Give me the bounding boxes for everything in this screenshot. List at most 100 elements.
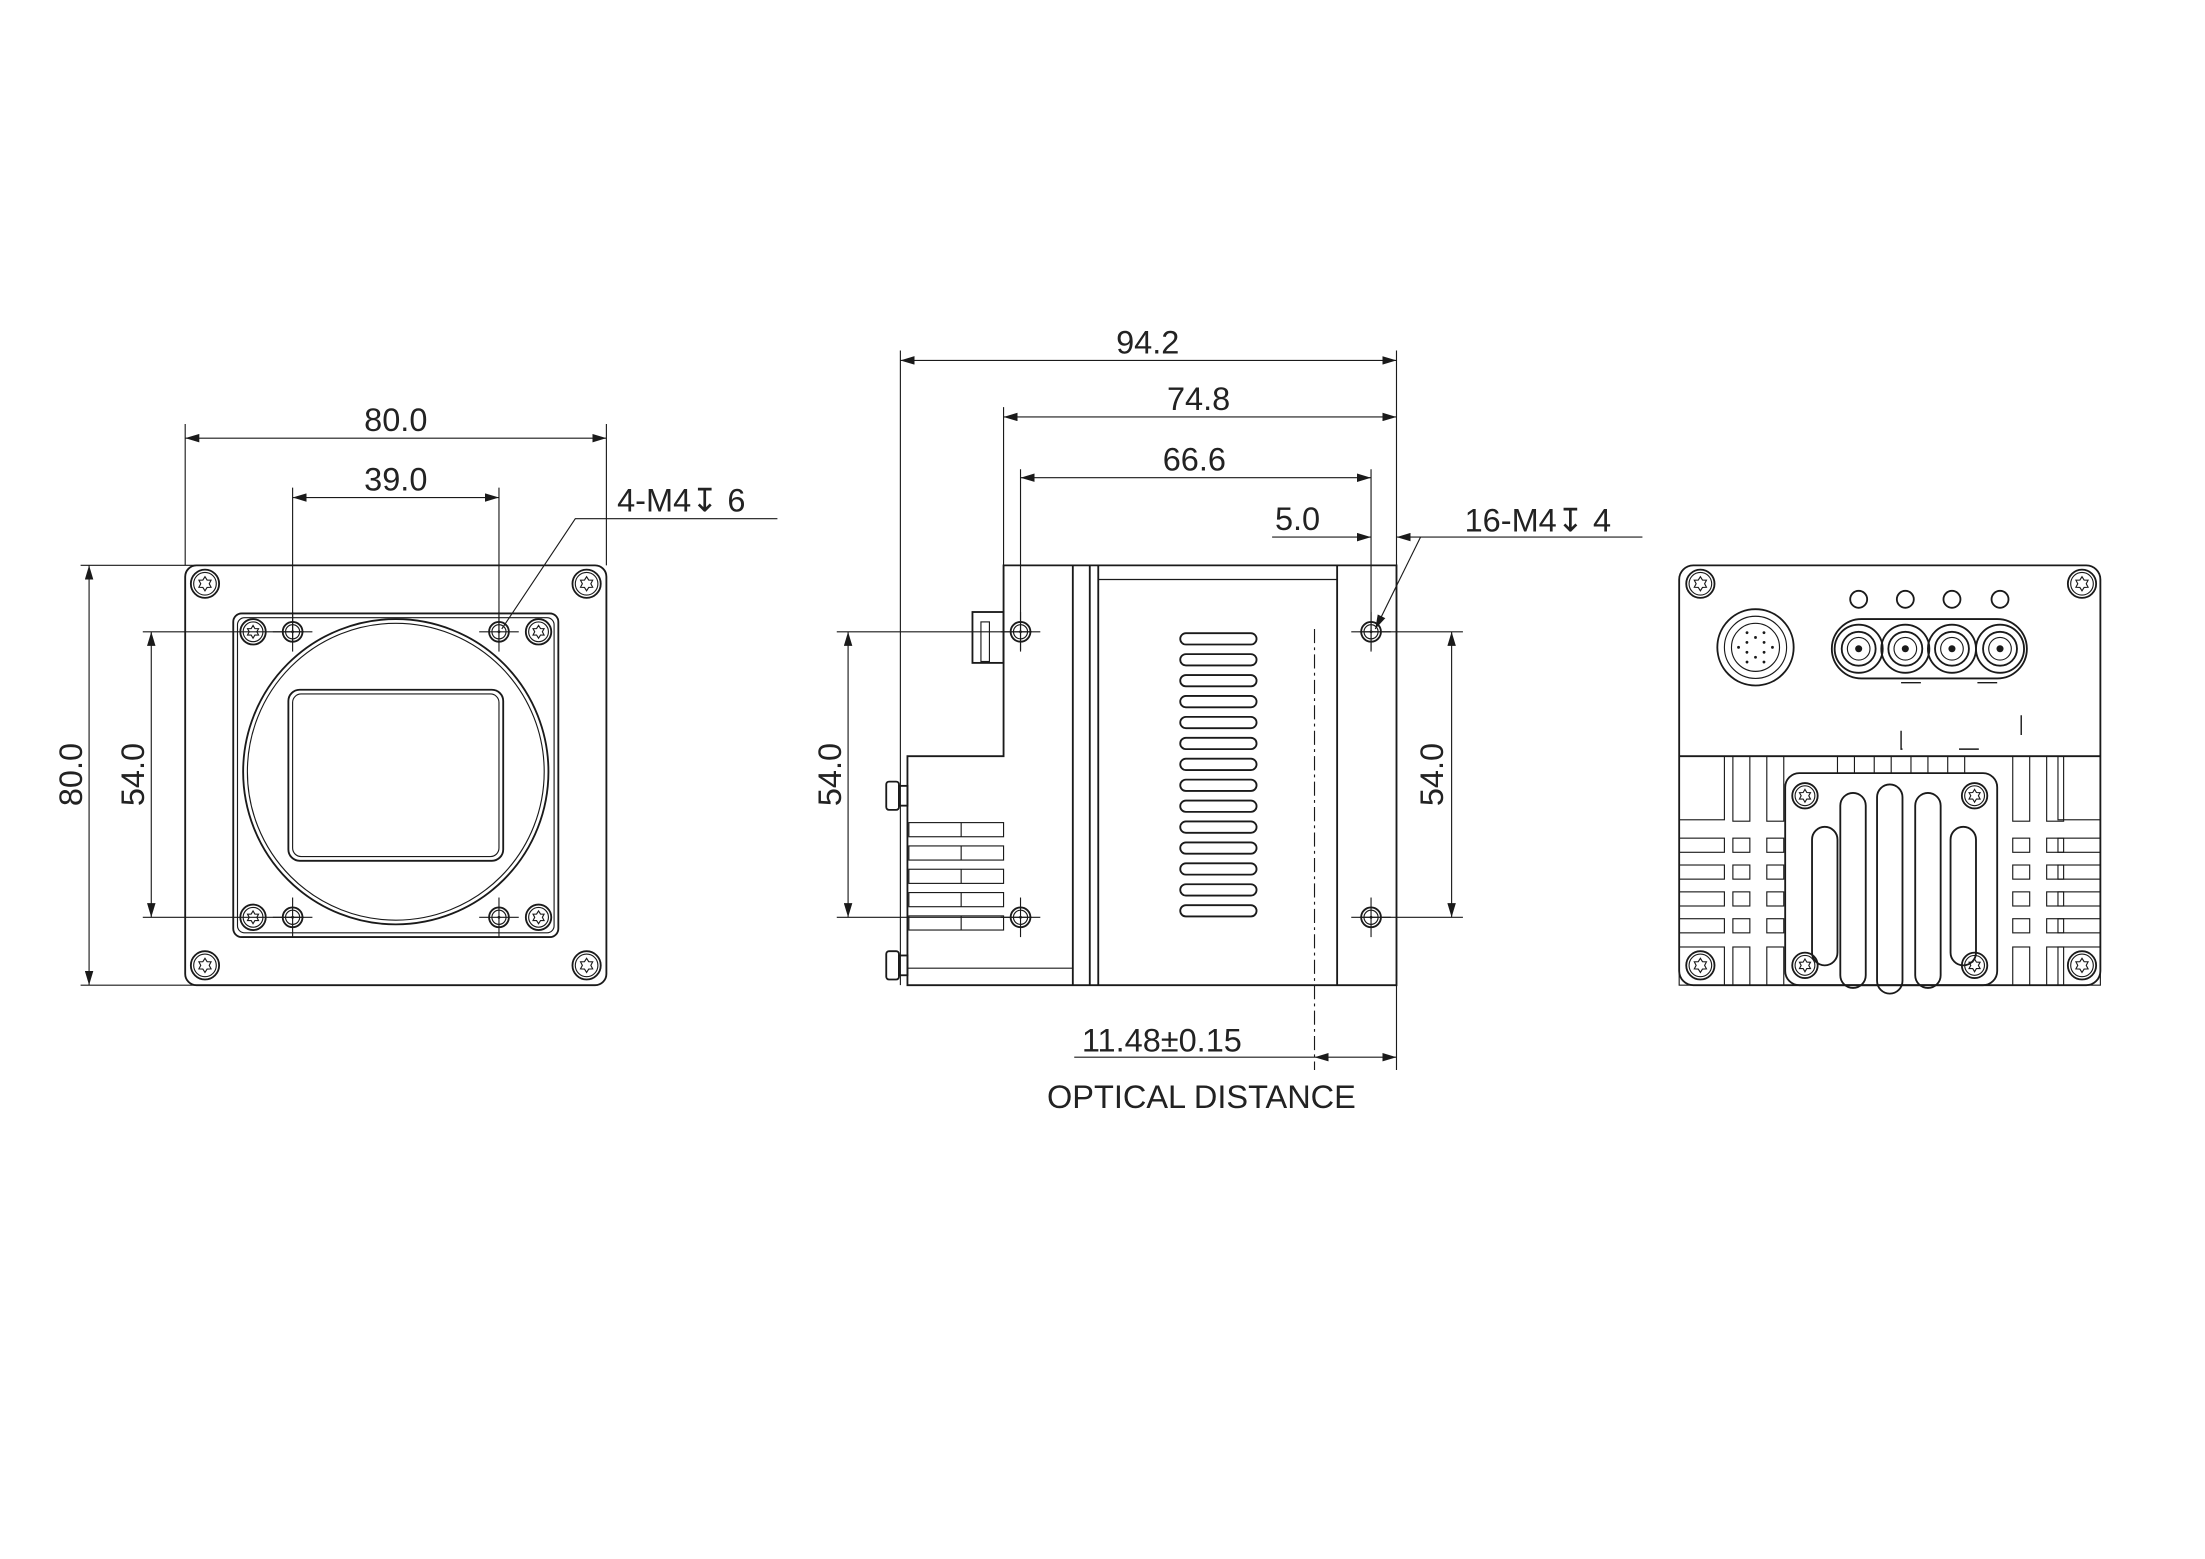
fan-slot xyxy=(1811,825,1839,967)
front-width-label: 80.0 xyxy=(364,402,427,438)
vent-slot xyxy=(1179,862,1258,876)
threaded-hole-icon xyxy=(272,612,313,652)
threaded-hole-icon xyxy=(479,612,519,652)
heatsink-cell xyxy=(2046,864,2065,880)
heatsink-cell xyxy=(2012,864,2031,880)
side-knob-bottom xyxy=(885,950,900,981)
side-connector xyxy=(971,611,1005,664)
heatsink-tooth xyxy=(1947,755,1966,774)
heatsink-cell xyxy=(1766,837,1785,853)
fin xyxy=(908,868,1005,884)
heatsink-block xyxy=(1678,755,1725,821)
label-area xyxy=(1900,681,2022,750)
heatsink-cell xyxy=(1732,837,1751,853)
vent-slot xyxy=(1179,820,1258,834)
front-thread-callout: 4-M4↧ 6 xyxy=(617,483,745,519)
vent-slot xyxy=(1179,778,1258,792)
back-heatsink xyxy=(1678,755,2101,986)
vent-slot xyxy=(1179,632,1258,646)
heatsink-tooth xyxy=(1836,755,1856,774)
fan-slot xyxy=(1949,825,1977,967)
led-indicator xyxy=(1895,589,1915,609)
side-left-vertical-label: 54.0 xyxy=(812,743,848,806)
side-hole-spacing-label: 66.6 xyxy=(1163,442,1226,478)
fin xyxy=(908,822,1005,838)
fan-slot xyxy=(1839,792,1867,989)
threaded-hole-icon xyxy=(479,897,519,938)
torx-screw-icon xyxy=(1960,782,1989,810)
threaded-hole-icon xyxy=(272,897,313,938)
sensor-window xyxy=(287,688,505,862)
torx-screw-icon xyxy=(1685,950,1716,981)
torx-screw-icon xyxy=(1791,782,1819,810)
coax-connectors xyxy=(1833,623,2025,674)
heatsink-bar xyxy=(2057,918,2101,934)
vent-slot xyxy=(1179,674,1258,688)
back-view xyxy=(1678,564,2102,995)
heatsink-bar xyxy=(1732,946,1751,986)
heatsink-bar xyxy=(2012,755,2031,822)
vent-slot xyxy=(1179,757,1258,771)
front-hole-vertical-label: 54.0 xyxy=(115,743,151,806)
io-connector xyxy=(1716,608,1795,687)
lens-mount-ring xyxy=(242,618,550,926)
fin xyxy=(908,845,1005,861)
torx-screw-icon xyxy=(1791,951,1819,980)
heatsink-cell xyxy=(1766,918,1785,934)
torx-screw-icon xyxy=(2066,950,2098,981)
side-view: 94.2 74.8 66.6 5.0 16-M4↧ 4 54.0 54.0 11… xyxy=(812,324,1643,1115)
threaded-hole-icon xyxy=(1000,897,1041,938)
optical-distance-value: 11.48±0.15 xyxy=(1082,1023,1242,1059)
led-indicator xyxy=(1942,589,1962,609)
heatsink-bar xyxy=(2057,837,2101,853)
front-outer-housing xyxy=(184,564,608,987)
coax-connector-icon xyxy=(1880,623,1931,674)
side-thread-callout: 16-M4↧ 4 xyxy=(1465,502,1611,538)
heatsink-cell xyxy=(2012,918,2031,934)
heatsink-cell xyxy=(2012,891,2031,907)
torx-screw-icon xyxy=(1960,951,1989,980)
led-indicator xyxy=(1990,589,2010,609)
heatsink-tooth xyxy=(1910,755,1929,774)
heatsink-bar xyxy=(1678,837,1725,853)
heatsink-bar xyxy=(1678,864,1725,880)
torx-screw-icon xyxy=(189,950,221,981)
status-leds xyxy=(1849,589,2010,609)
heatsink-cell xyxy=(1732,891,1751,907)
body-length-label: 74.8 xyxy=(1167,381,1230,417)
overall-length-label: 94.2 xyxy=(1116,324,1179,360)
torx-screw-icon xyxy=(189,568,221,599)
heatsink-cell xyxy=(2046,837,2065,853)
vent-slot xyxy=(1179,695,1258,709)
lens-mount-plate xyxy=(232,612,560,939)
heatsink-bar xyxy=(2012,946,2031,986)
back-housing xyxy=(1678,564,2102,987)
heatsink-bar xyxy=(1766,755,1785,822)
threaded-hole-icon xyxy=(1000,612,1041,652)
heatsink-bar xyxy=(1678,891,1725,907)
coax-connector-icon xyxy=(1927,623,1977,674)
front-hole-spacing-label: 39.0 xyxy=(364,461,427,497)
heatsink-tooth xyxy=(1873,755,1892,774)
vent-slot xyxy=(1179,715,1258,730)
heatsink-bar xyxy=(2057,891,2101,907)
coaxpress-connector-panel xyxy=(1830,618,2028,680)
fan-plate xyxy=(1784,772,1999,987)
torx-screw-icon xyxy=(239,618,267,646)
fan-slots xyxy=(1811,783,1977,995)
heatsink-bar xyxy=(1732,755,1751,822)
torx-screw-icon xyxy=(571,568,602,599)
heatsink-bar xyxy=(1766,946,1785,986)
heatsink-cell xyxy=(2046,918,2065,934)
threaded-hole-icon xyxy=(1351,612,1391,652)
torx-screw-icon xyxy=(571,950,602,981)
heatsink-bar xyxy=(2046,946,2065,986)
heatsink-bar xyxy=(2057,864,2101,880)
side-right-vertical-label: 54.0 xyxy=(1414,743,1450,806)
edge-offset-label: 5.0 xyxy=(1275,501,1320,537)
torx-screw-icon xyxy=(524,903,553,931)
side-knob-top xyxy=(885,780,900,811)
coax-connector-icon xyxy=(1975,623,2025,674)
